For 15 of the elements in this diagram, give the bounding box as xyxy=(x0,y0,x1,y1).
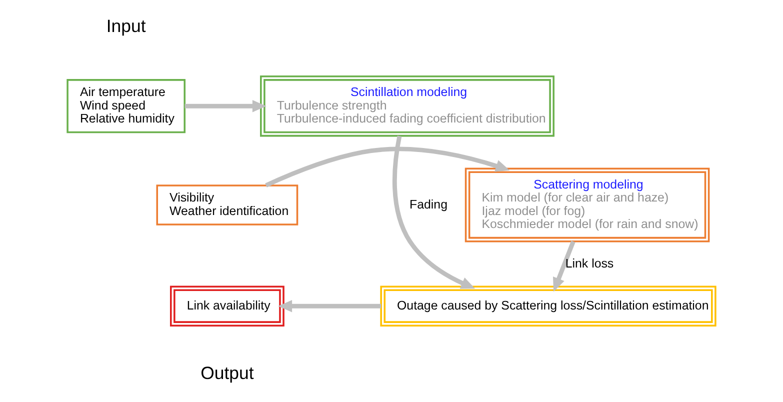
node-box: Visibility Weather identification xyxy=(156,184,298,226)
node-box: Air temperature Wind speed Relative humidity xyxy=(66,79,186,134)
label: Input xyxy=(106,16,146,36)
arrow xyxy=(265,146,510,188)
edge-label: Link loss xyxy=(565,256,614,270)
arrow xyxy=(278,300,382,312)
arrow xyxy=(552,240,576,292)
arrow xyxy=(184,100,266,112)
node-box: Scattering modeling Kim model (for clear air and haze) Ijaz model (for fog) Koschmieder model (for rain and snow) xyxy=(464,168,710,242)
node-box: Outage caused by Scattering loss/Scintillation estimation xyxy=(380,286,716,326)
arrow xyxy=(392,136,476,289)
label: Output xyxy=(200,362,254,383)
node-box: Scintillation modeling Turbulence strength Turbulence-induced fading coefficient distribution xyxy=(260,76,554,137)
edge-label: Fading xyxy=(410,197,448,212)
node-box: Link availability xyxy=(170,286,284,326)
